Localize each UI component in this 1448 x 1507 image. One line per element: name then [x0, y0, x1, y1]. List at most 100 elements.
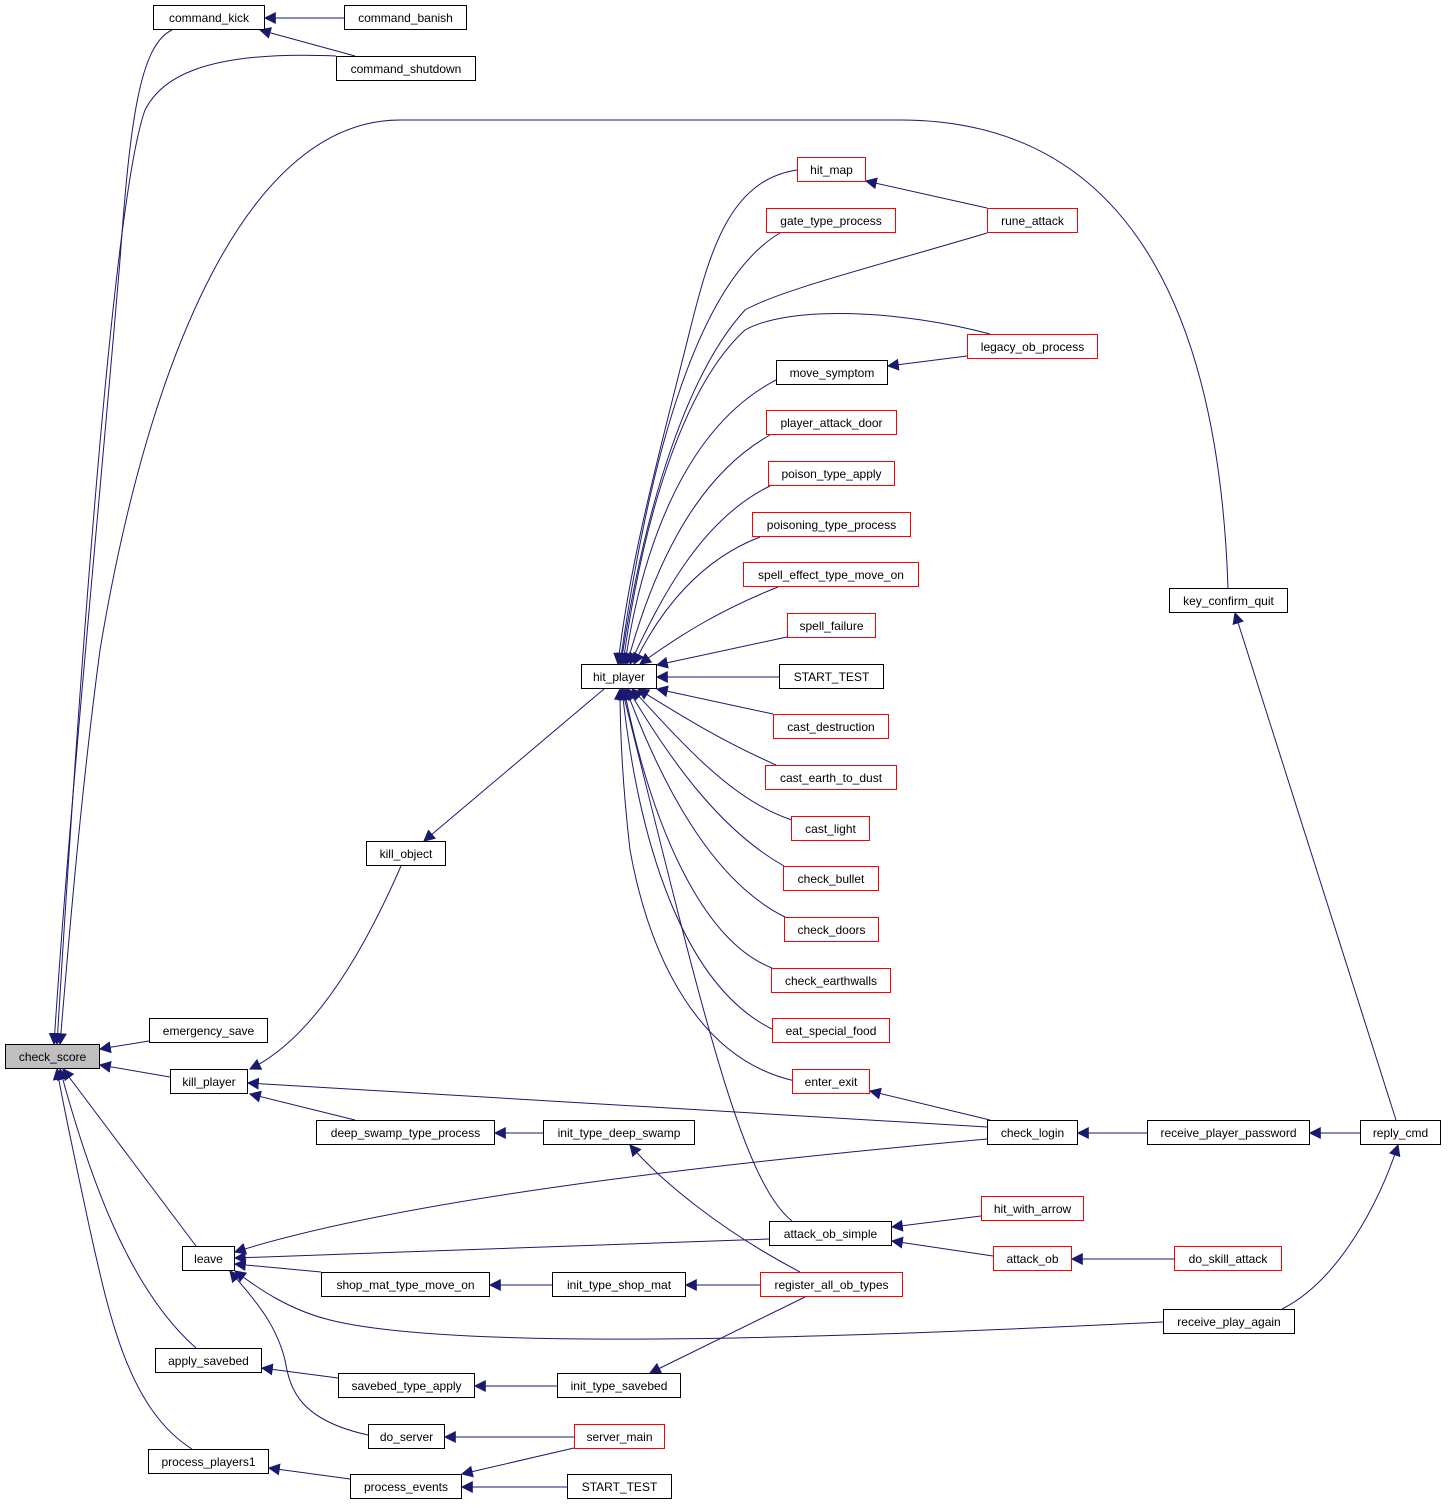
node-attack-ob[interactable]: attack_ob	[993, 1246, 1072, 1271]
edge-check-login-leave	[233, 1138, 988, 1255]
edge-emergency-save-check-score	[98, 1040, 150, 1054]
node-spell-failure[interactable]: spell_failure	[787, 613, 876, 638]
node-emergency-save[interactable]: emergency_save	[149, 1018, 268, 1043]
edge-check-login-kill-player	[246, 1077, 988, 1128]
node-poison-type-apply[interactable]: poison_type_apply	[768, 461, 895, 486]
edge-cast-earth-to-dust-hit-player	[636, 688, 777, 766]
node-label: register_all_ob_types	[774, 1277, 889, 1292]
node-label: do_server	[379, 1429, 434, 1444]
node-savebed-type-apply[interactable]: savebed_type_apply	[338, 1373, 475, 1398]
edge-kill-player-check-score	[98, 1060, 171, 1078]
edge-rune-attack-hit-player	[616, 232, 988, 666]
edge-legacy-move-symptom	[886, 355, 968, 371]
node-key-confirm-quit[interactable]: key_confirm_quit	[1169, 588, 1288, 613]
edge-shop-mat-leave	[233, 1259, 322, 1273]
edge-receive-play-again-leave	[234, 1270, 1164, 1340]
node-do-skill-attack[interactable]: do_skill_attack	[1174, 1246, 1282, 1271]
node-label: apply_savebed	[168, 1353, 249, 1368]
edge-eat-special-food-hit-player	[617, 687, 775, 1031]
node-player-attack-door[interactable]: player_attack_door	[766, 410, 897, 435]
node-label: process_events	[363, 1479, 449, 1494]
node-receive-player-password[interactable]: receive_player_password	[1147, 1120, 1310, 1145]
node-label: spell_effect_type_move_on	[758, 567, 904, 582]
node-check-score[interactable]: check_score	[5, 1044, 100, 1069]
node-shop-mat-type-move-on[interactable]: shop_mat_type_move_on	[321, 1272, 490, 1297]
node-label: poison_type_apply	[781, 466, 882, 481]
node-start-test-1[interactable]: START_TEST	[779, 664, 884, 689]
node-cast-light[interactable]: cast_light	[791, 816, 870, 841]
node-leave[interactable]: leave	[182, 1246, 235, 1271]
node-command-shutdown[interactable]: command_shutdown	[336, 56, 476, 81]
node-check-doors[interactable]: check_doors	[784, 917, 879, 942]
edge-check-earthwalls-hit-player	[620, 687, 773, 969]
node-label: command_banish	[358, 10, 453, 25]
node-init-type-deep-swamp[interactable]: init_type_deep_swamp	[543, 1120, 695, 1145]
node-label: reply_cmd	[1372, 1125, 1429, 1140]
edge-legacy-hit-player	[618, 312, 991, 666]
edge-enter-exit-hit-player	[614, 687, 796, 1082]
node-hit-player[interactable]: hit_player	[581, 664, 657, 689]
node-label: hit_map	[810, 162, 853, 177]
node-label: hit_with_arrow	[993, 1201, 1072, 1216]
node-deep-swamp-type-process[interactable]: deep_swamp_type_process	[316, 1120, 495, 1145]
node-check-earthwalls[interactable]: check_earthwalls	[771, 968, 891, 993]
node-label: kill_object	[379, 846, 433, 861]
node-receive-play-again[interactable]: receive_play_again	[1163, 1309, 1295, 1334]
node-gate-type-process[interactable]: gate_type_process	[766, 208, 896, 233]
edge-apply-savebed-check-score	[57, 1067, 197, 1349]
node-check-login[interactable]: check_login	[987, 1120, 1078, 1145]
edge-key-confirm-quit-check-score	[54, 119, 1229, 1046]
node-kill-object[interactable]: kill_object	[366, 841, 446, 866]
node-label: check_score	[18, 1049, 87, 1064]
node-label: leave	[194, 1251, 223, 1266]
node-apply-savebed[interactable]: apply_savebed	[155, 1348, 262, 1373]
node-attack-ob-simple[interactable]: attack_ob_simple	[769, 1221, 892, 1246]
node-label: command_shutdown	[350, 61, 462, 76]
node-eat-special-food[interactable]: eat_special_food	[772, 1018, 890, 1043]
node-label: savebed_type_apply	[351, 1378, 462, 1393]
node-cast-earth-to-dust[interactable]: cast_earth_to_dust	[765, 765, 897, 790]
node-label: cast_earth_to_dust	[779, 770, 883, 785]
edge-attack-ob-attack-ob-simple	[890, 1236, 994, 1257]
node-cast-destruction[interactable]: cast_destruction	[773, 714, 889, 739]
node-label: cast_destruction	[787, 719, 875, 734]
node-register-all-ob-types[interactable]: register_all_ob_types	[760, 1272, 903, 1297]
edge-check-doors-hit-player	[624, 687, 786, 918]
node-command-kick[interactable]: command_kick	[153, 5, 265, 30]
node-label: kill_player	[182, 1074, 236, 1089]
node-legacy-ob-process[interactable]: legacy_ob_process	[967, 334, 1098, 359]
node-label: process_players1	[161, 1454, 256, 1469]
node-enter-exit[interactable]: enter_exit	[792, 1069, 870, 1094]
edge-poison-type-apply-hit-player	[629, 485, 771, 666]
node-label: do_skill_attack	[1188, 1251, 1268, 1266]
edge-do-server-leave	[229, 1270, 369, 1436]
node-kill-player[interactable]: kill_player	[170, 1069, 248, 1094]
node-process-players1[interactable]: process_players1	[148, 1449, 269, 1474]
node-spell-effect-type-move-on[interactable]: spell_effect_type_move_on	[743, 562, 919, 587]
node-label: receive_play_again	[1177, 1314, 1281, 1329]
node-label: key_confirm_quit	[1183, 593, 1274, 608]
node-label: hit_player	[592, 669, 646, 684]
node-hit-with-arrow[interactable]: hit_with_arrow	[981, 1196, 1084, 1221]
node-command-banish[interactable]: command_banish	[344, 5, 467, 30]
node-hit-map[interactable]: hit_map	[797, 157, 866, 182]
node-check-bullet[interactable]: check_bullet	[783, 866, 879, 891]
edge-attack-ob-simple-hit-player	[618, 687, 793, 1222]
node-label: player_attack_door	[780, 415, 883, 430]
node-init-type-shop-mat[interactable]: init_type_shop_mat	[552, 1272, 686, 1297]
node-server-main[interactable]: server_main	[574, 1424, 665, 1449]
node-label: check_earthwalls	[784, 973, 878, 988]
node-move-symptom[interactable]: move_symptom	[776, 360, 888, 385]
node-init-type-savebed[interactable]: init_type_savebed	[557, 1373, 681, 1398]
edge-process-events-process-players1	[267, 1463, 351, 1480]
edge-check-login-enter-exit	[868, 1087, 991, 1121]
node-label: START_TEST	[793, 669, 870, 684]
node-start-test-2[interactable]: START_TEST	[567, 1474, 672, 1499]
node-do-server[interactable]: do_server	[368, 1424, 445, 1449]
node-poisoning-type-process[interactable]: poisoning_type_process	[752, 512, 911, 537]
node-process-events[interactable]: process_events	[350, 1474, 462, 1499]
node-label: deep_swamp_type_process	[330, 1125, 481, 1140]
node-rune-attack[interactable]: rune_attack	[987, 208, 1078, 233]
node-reply-cmd[interactable]: reply_cmd	[1360, 1120, 1441, 1145]
